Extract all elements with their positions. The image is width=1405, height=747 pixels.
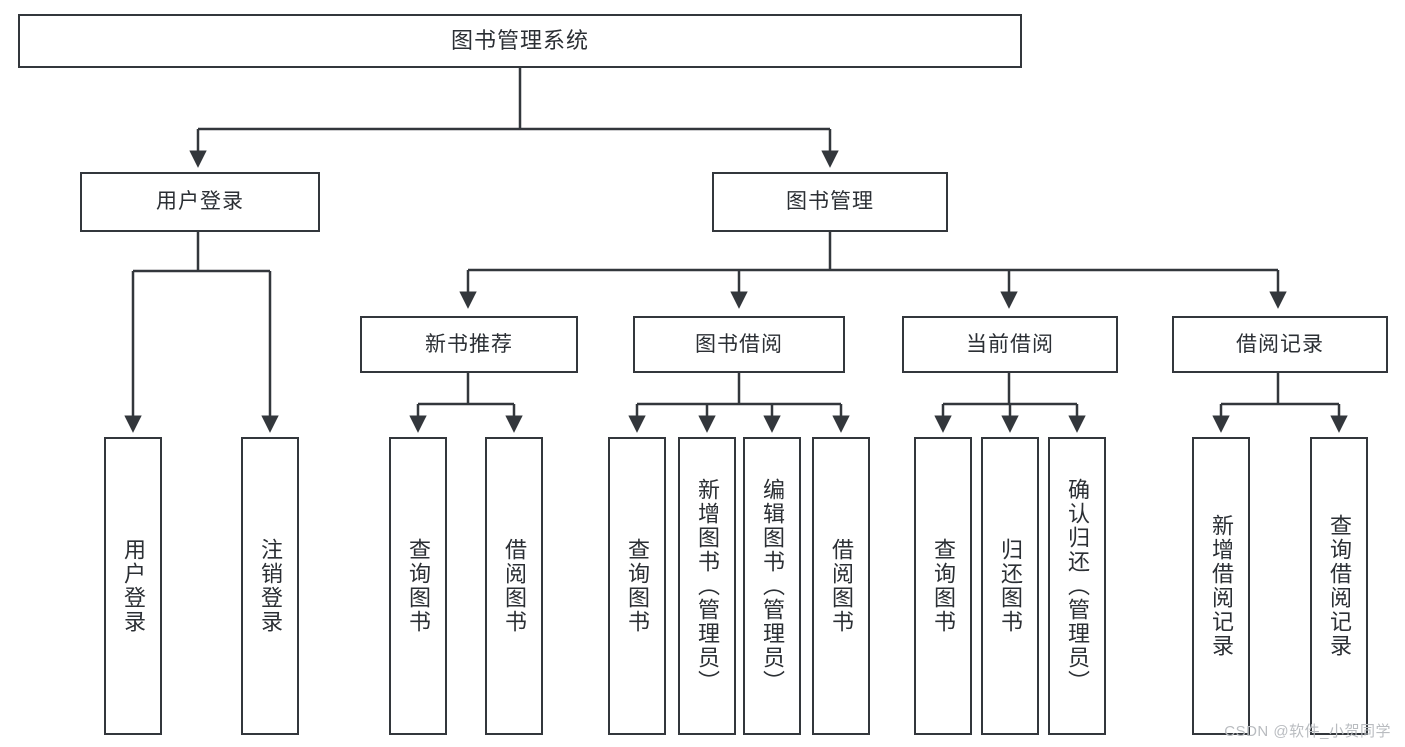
- node-current-borrow[interactable]: 当前借阅: [902, 316, 1118, 373]
- node-borrow-record[interactable]: 借阅记录: [1172, 316, 1388, 373]
- leaf-label: 借阅图书: [501, 538, 527, 634]
- leaf-label: 用户登录: [120, 538, 146, 634]
- leaf-query-book-2[interactable]: 查询图书: [608, 437, 666, 735]
- leaf-label: 查询图书: [624, 538, 650, 634]
- leaf-label: 新增图书（管理员）: [694, 478, 720, 694]
- leaf-user-login[interactable]: 用户登录: [104, 437, 162, 735]
- leaf-logout[interactable]: 注销登录: [241, 437, 299, 735]
- leaf-query-book-3[interactable]: 查询图书: [914, 437, 972, 735]
- leaf-label: 确认归还（管理员）: [1064, 478, 1090, 694]
- leaf-query-book-1[interactable]: 查询图书: [389, 437, 447, 735]
- leaf-return-book[interactable]: 归还图书: [981, 437, 1039, 735]
- node-user-login[interactable]: 用户登录: [80, 172, 320, 232]
- leaf-query-record[interactable]: 查询借阅记录: [1310, 437, 1368, 735]
- leaf-edit-book[interactable]: 编辑图书（管理员）: [743, 437, 801, 735]
- leaf-confirm-return[interactable]: 确认归还（管理员）: [1048, 437, 1106, 735]
- leaf-label: 查询图书: [405, 538, 431, 634]
- leaf-label: 归还图书: [997, 538, 1023, 634]
- node-book-borrow[interactable]: 图书借阅: [633, 316, 845, 373]
- leaf-add-record[interactable]: 新增借阅记录: [1192, 437, 1250, 735]
- leaf-label: 编辑图书（管理员）: [759, 478, 785, 694]
- leaf-label: 新增借阅记录: [1208, 514, 1234, 658]
- leaf-label: 借阅图书: [828, 538, 854, 634]
- leaf-add-book[interactable]: 新增图书（管理员）: [678, 437, 736, 735]
- leaf-label: 查询图书: [930, 538, 956, 634]
- leaf-label: 查询借阅记录: [1326, 514, 1352, 658]
- watermark: CSDN @软件_小贺同学: [1224, 723, 1391, 740]
- leaf-label: 注销登录: [257, 538, 283, 634]
- leaf-borrow-book-1[interactable]: 借阅图书: [485, 437, 543, 735]
- node-book-manage[interactable]: 图书管理: [712, 172, 948, 232]
- node-root[interactable]: 图书管理系统: [18, 14, 1022, 68]
- node-new-book-rec[interactable]: 新书推荐: [360, 316, 578, 373]
- leaf-borrow-book-2[interactable]: 借阅图书: [812, 437, 870, 735]
